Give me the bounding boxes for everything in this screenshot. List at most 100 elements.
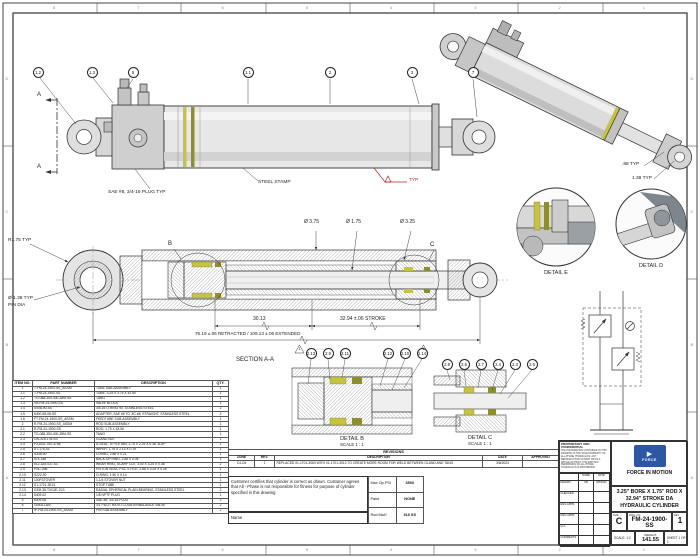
balloon-assembly: 3 — [406, 66, 418, 78]
zone-label: D — [690, 76, 694, 81]
zone-label: A — [690, 475, 694, 480]
scale-cell: SCALE: 1:2 — [611, 531, 635, 546]
dia-od-label: Ø 3.75 — [304, 219, 320, 225]
approval-cell — [579, 503, 594, 514]
zone-label: 7 — [137, 4, 140, 10]
drawing-title-line1: 3.25" BORE X 1.75" ROD X — [616, 489, 683, 495]
zone-label: 1 — [642, 4, 645, 10]
dim-88-typ: .88 TYP — [622, 162, 640, 167]
detail-d-title: DETAIL D — [638, 263, 664, 269]
approval-header-name: NAME — [579, 474, 594, 481]
detail-c-scale: SCALE 1 : 1 — [468, 441, 492, 446]
spec-value: 3500 — [395, 476, 424, 493]
approval-cell — [593, 514, 610, 525]
zone-label: 4 — [390, 547, 393, 552]
approval-cell: CHECKED — [560, 492, 580, 503]
balloon-detail-c: 2.5 — [526, 358, 538, 370]
balloon-assembly: 1.3 — [86, 66, 98, 78]
approval-cell: CB — [579, 481, 594, 492]
size-value: C — [615, 515, 623, 526]
approval-cell — [593, 492, 610, 503]
zone-label: 6 — [221, 547, 224, 552]
revision-row-cell: REPLACED 01-1701-3063 WITH 01-1701-3013 … — [274, 460, 483, 468]
weld-symbol — [373, 167, 407, 183]
parts-row-cell: IP-FM-24-1900-SS_ASSM — [32, 507, 95, 514]
name-field: Name — [228, 512, 368, 524]
size-label: SIZE — [613, 513, 619, 517]
balloon-detail-b: 2.11 — [339, 347, 351, 359]
dwg-no-label: DWG. NO. — [629, 513, 641, 517]
spec-label: Paint — [368, 491, 397, 509]
sae-plug-label: SAE #8, 3/4-16 PLUG TYP — [108, 190, 166, 195]
approval-cell — [593, 536, 610, 547]
company-cell: ▶ FORCE FORCE IN MOTION — [611, 441, 688, 486]
zone-label: 7 — [137, 547, 140, 552]
detail-b-title: DETAIL B — [340, 436, 364, 442]
approval-row: CHECKED — [560, 492, 610, 503]
company-name: FORCE IN MOTION — [626, 470, 673, 476]
drawing-title: 3.25" BORE X 1.75" ROD X 32.94" STROKE D… — [611, 486, 688, 512]
pin-dia-label-1: Ø 1.38 TYP — [8, 296, 33, 301]
revision-row-cell: 3/8/2024 — [482, 460, 523, 468]
dim-lengths-label: 76.19 ±.06 RETRACTED / 109.13 ±.06 EXTEN… — [195, 331, 301, 336]
dim-stroke-label: 32.94 ±.06 STROKE — [340, 316, 386, 322]
spec-value: NONE — [395, 491, 424, 509]
zone-label: 8 — [53, 547, 56, 552]
zone-label: 3 — [474, 4, 477, 10]
zone-label: 3 — [474, 547, 477, 552]
zone-label: 8 — [53, 4, 56, 10]
revision-row-cell — [521, 460, 560, 468]
approval-cell: ENG APPR. — [560, 503, 580, 514]
hydraulic-schematic — [580, 291, 642, 435]
approval-cell: Q.A. — [560, 525, 580, 536]
balloon-detail-c: 2.6 — [458, 358, 470, 370]
title-block: PROPRIETARY AND CONFIDENTIAL THE INFORMA… — [558, 440, 688, 547]
approval-cell — [593, 525, 610, 536]
section-view — [29, 230, 508, 354]
dia-rod-label: Ø 1.75 — [346, 219, 362, 225]
balloon-detail-c: 2.3 — [509, 358, 521, 370]
zone-label: 2 — [558, 4, 561, 10]
radius-tang-label: R1.75 TYP — [8, 238, 32, 243]
detail-b-scale: SCALE 1 : 1 — [340, 442, 364, 447]
pin-dia-label-2: PIN DIA — [8, 303, 26, 308]
drawing-title-line2: 32.94" STROKE DA — [625, 496, 674, 503]
zone-label: A — [5, 475, 9, 480]
weight-label: WEIGHT: — [644, 533, 657, 537]
approval-row: ENG APPR. — [560, 503, 610, 514]
dim-138-typ: 1.38 TYP — [632, 176, 652, 181]
zone-label: D — [5, 76, 9, 81]
assembly-view — [39, 77, 496, 190]
dwg-no-value: FM-24-1900-SS — [631, 515, 668, 530]
approval-row: MFG APPR. — [560, 514, 610, 525]
dim-3013-label: 30.13 — [253, 316, 266, 322]
section-title: SECTION A-A — [235, 357, 274, 363]
detail-c-title: DETAIL C — [467, 435, 493, 441]
balloon-detail-b: 2.13 — [305, 347, 317, 359]
customer-note-text: Customer certifies that cylinder is corr… — [231, 479, 360, 495]
balloon-detail-c: 2.7 — [475, 358, 487, 370]
balloon-detail-b: 2.14 — [416, 347, 428, 359]
force-logo-icon: ▶ — [646, 450, 653, 458]
force-logo-text: FORCE — [642, 457, 657, 462]
section-cut-letter-top: A — [37, 92, 42, 98]
weight-value: 141.55 — [642, 537, 659, 543]
zone-label: 2 — [558, 547, 561, 552]
name-field-label: Name — [231, 514, 243, 520]
approval-cell — [579, 525, 594, 536]
approval-cell: COMMENTS: — [560, 536, 580, 547]
rev-label: REV — [674, 513, 680, 517]
zone-label: B — [5, 342, 9, 347]
customer-note: Customer certifies that cylinder is corr… — [228, 476, 368, 512]
approval-row: COMMENTS: — [560, 536, 610, 547]
proprietary-body: THE INFORMATION CONTAINED IN THIS DRAWIN… — [561, 449, 607, 470]
